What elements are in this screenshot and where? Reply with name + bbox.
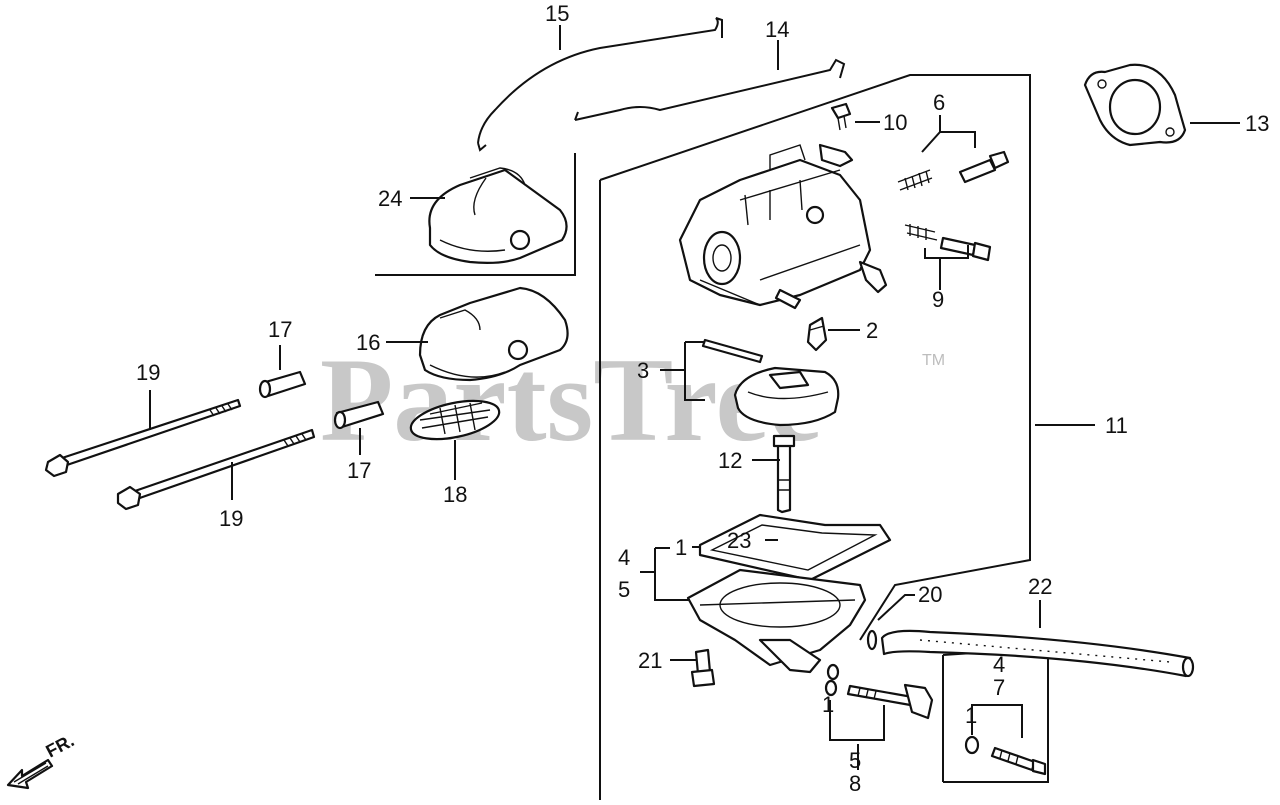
air-elbow-16 xyxy=(418,286,569,382)
callout-6: 6 xyxy=(933,90,945,115)
callout-4-box: 4 xyxy=(993,652,1005,677)
float-chamber-4-5 xyxy=(686,568,867,674)
main-jet-12 xyxy=(772,434,796,514)
float-pin-3 xyxy=(701,338,764,364)
callout-21: 21 xyxy=(638,648,662,673)
float-bowl-gasket-1 xyxy=(698,513,892,582)
screw-7 xyxy=(990,746,1047,776)
callout-4: 4 xyxy=(618,545,630,570)
clip-20 xyxy=(866,629,878,651)
drain-bolt-21 xyxy=(690,648,716,688)
leader-lines xyxy=(149,25,1240,770)
box-24-outline xyxy=(375,153,576,276)
callout-22: 22 xyxy=(1028,574,1052,599)
callout-13: 13 xyxy=(1245,111,1269,136)
front-direction-arrow xyxy=(6,758,54,790)
bracket-4-7 xyxy=(971,704,1023,738)
screw-10 xyxy=(830,102,852,131)
callout-10: 10 xyxy=(883,110,907,135)
callout-3: 3 xyxy=(637,358,649,383)
assembly-11-outline xyxy=(599,74,1031,800)
air-intake-elbow-24 xyxy=(428,167,568,264)
callout-19-upper: 19 xyxy=(136,360,160,385)
callout-2: 2 xyxy=(866,318,878,343)
callout-15: 15 xyxy=(545,1,569,26)
watermark-trademark: TM xyxy=(922,352,945,369)
callout-5: 5 xyxy=(618,577,630,602)
callout-19-lower: 19 xyxy=(219,506,243,531)
adjusting-screw-9 xyxy=(904,224,992,262)
adjusting-screw-6 xyxy=(897,150,1010,191)
callout-17-upper: 17 xyxy=(268,317,292,342)
callout-1-gasket: 1 xyxy=(675,535,687,560)
bolt-19-upper xyxy=(44,398,242,478)
gasket-13 xyxy=(1083,63,1187,147)
callout-16: 16 xyxy=(356,330,380,355)
callout-1-box: 1 xyxy=(965,703,977,728)
bolt-19-lower xyxy=(116,428,316,511)
front-direction-label: FR. xyxy=(42,730,77,761)
callout-11: 11 xyxy=(1105,413,1128,438)
throttle-rod-15 xyxy=(477,17,723,152)
bracket-5-8 xyxy=(829,700,885,741)
washer-1 xyxy=(826,663,840,681)
carburetor-body xyxy=(678,143,888,310)
washer-1-lower xyxy=(824,679,838,697)
callout-1-washer: 1 xyxy=(822,692,834,717)
callout-24: 24 xyxy=(378,186,402,211)
fuel-hose-22 xyxy=(880,629,1195,678)
callout-23: 23 xyxy=(727,528,751,553)
float-valve-2 xyxy=(806,316,828,352)
callout-20: 20 xyxy=(918,582,942,607)
callout-14: 14 xyxy=(765,17,789,42)
drain-screw-5-8 xyxy=(846,683,934,720)
governor-rod-14 xyxy=(574,58,846,121)
callout-9: 9 xyxy=(932,287,944,312)
float-3 xyxy=(733,366,840,427)
collar-17-lower xyxy=(333,400,385,430)
collar-17-upper xyxy=(258,370,307,399)
callout-18: 18 xyxy=(443,482,467,507)
callout-17-lower: 17 xyxy=(347,458,371,483)
washer-1-small xyxy=(964,735,980,755)
callout-8: 8 xyxy=(849,771,861,796)
callout-7: 7 xyxy=(993,675,1005,700)
air-screen-18 xyxy=(409,399,501,441)
callout-5-drain: 5 xyxy=(849,748,861,773)
callout-12: 12 xyxy=(718,448,742,473)
